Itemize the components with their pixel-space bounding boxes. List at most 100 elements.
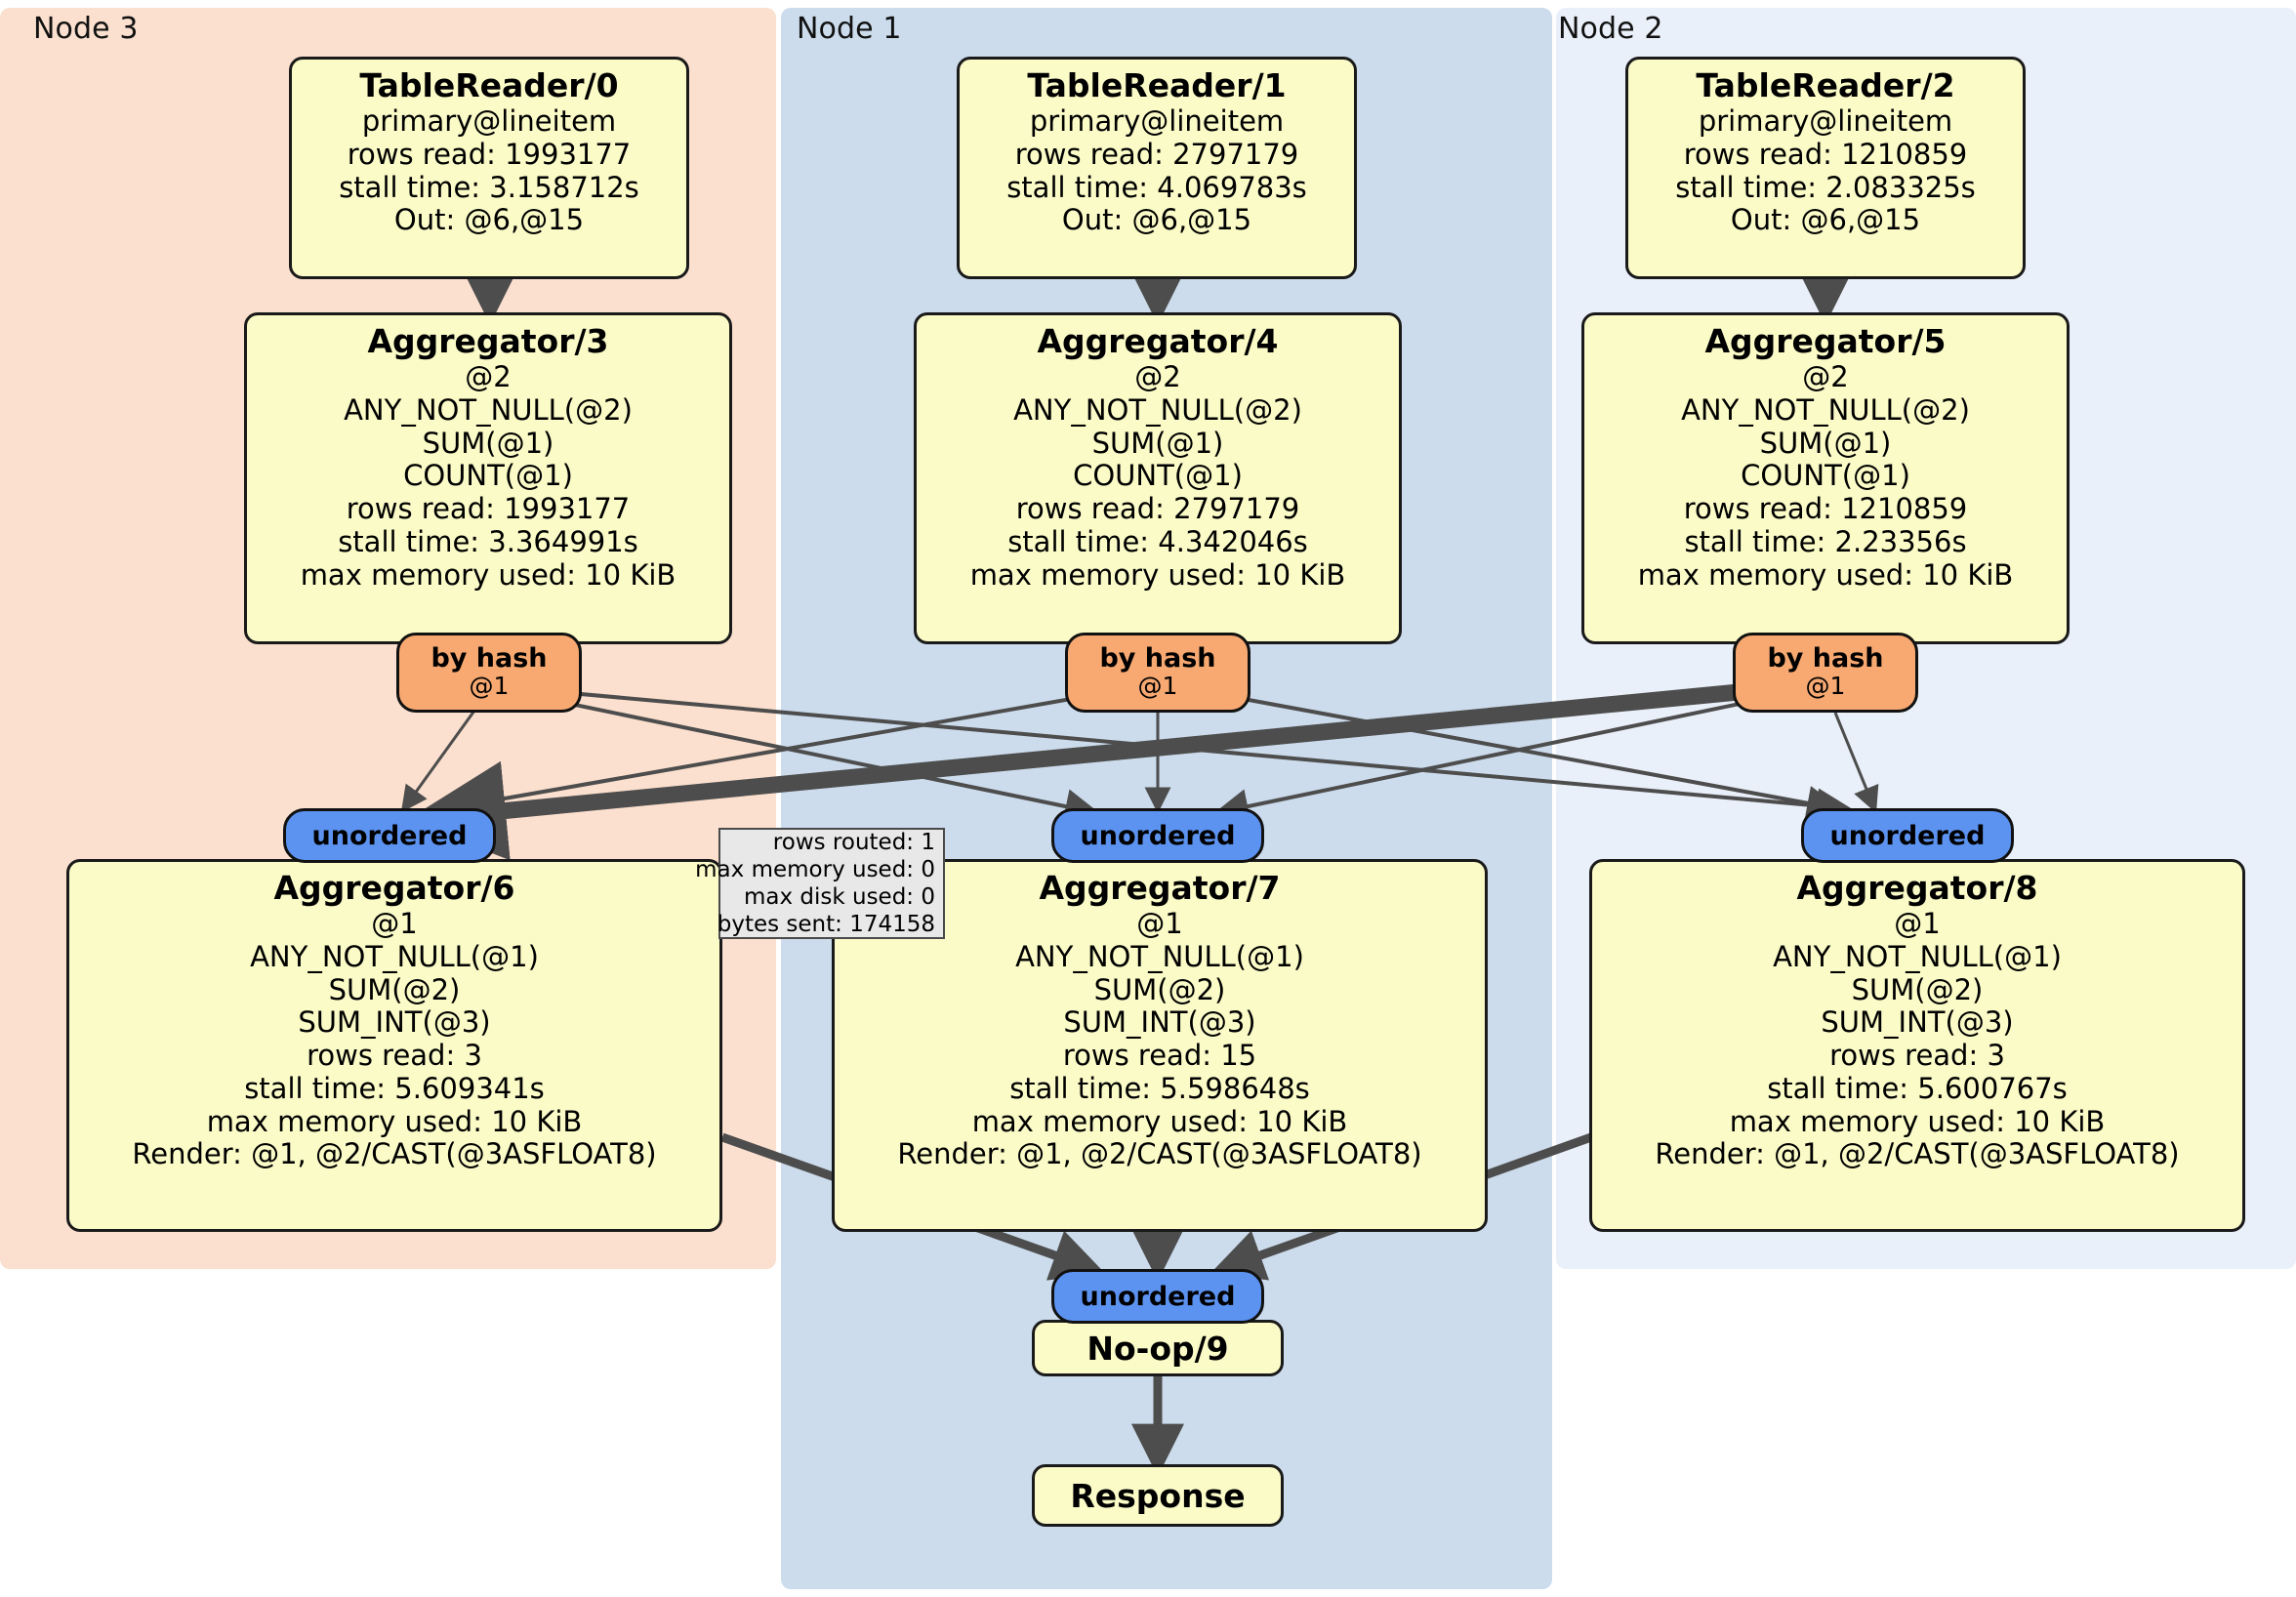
operator-box-aggregator-4[interactable]: Aggregator/4 @2 ANY_NOT_NULL(@2) SUM(@1)…: [914, 312, 1402, 644]
operator-title: TableReader/2: [1696, 66, 1955, 104]
operator-detail-line: SUM(@2): [1851, 972, 1984, 1006]
stats-line: rows routed: 1: [772, 829, 935, 855]
operator-detail-line: rows read: 1993177: [346, 492, 631, 526]
operator-detail-line: stall time: 4.069783s: [1006, 170, 1307, 204]
operator-detail-line: max memory used: 10 KiB: [300, 557, 676, 592]
operator-box-aggregator-7[interactable]: Aggregator/7 @1 ANY_NOT_NULL(@1) SUM(@2)…: [832, 859, 1488, 1232]
operator-detail-line: stall time: 3.158712s: [339, 170, 639, 204]
operator-title: Aggregator/3: [367, 322, 609, 360]
operator-detail-line: SUM(@2): [328, 972, 461, 1006]
operator-detail-line: rows read: 1210859: [1683, 137, 1968, 171]
operator-title: TableReader/0: [359, 66, 619, 104]
operator-detail-line: ANY_NOT_NULL(@1): [1015, 939, 1304, 973]
stats-line: bytes sent: 174158: [717, 912, 935, 938]
operator-detail-line: @1: [1894, 906, 1941, 940]
operator-detail-line: primary@lineitem: [1698, 103, 1953, 138]
operator-detail-line: max memory used: 10 KiB: [206, 1104, 583, 1138]
sync-badge-unordered-node2[interactable]: unordered: [1801, 808, 2014, 863]
operator-box-table-reader-1[interactable]: TableReader/1 primary@lineitem rows read…: [957, 57, 1357, 279]
operator-title: Aggregator/8: [1796, 869, 2038, 907]
operator-box-table-reader-2[interactable]: TableReader/2 primary@lineitem rows read…: [1625, 57, 2026, 279]
sync-badge-label: unordered: [1829, 820, 1986, 851]
operator-detail-line: SUM(@1): [1091, 426, 1224, 460]
sync-badge-label: unordered: [1080, 1281, 1236, 1312]
operator-detail-line: max memory used: 10 KiB: [1729, 1104, 2106, 1138]
operator-detail-line: max memory used: 10 KiB: [1637, 557, 2014, 592]
node-panel-2-label: Node 2: [1558, 12, 1663, 46]
operator-detail-line: stall time: 5.598648s: [1009, 1071, 1310, 1105]
operator-detail-line: @1: [371, 906, 418, 940]
operator-detail-line: primary@lineitem: [361, 103, 617, 138]
operator-detail-line: COUNT(@1): [1073, 459, 1243, 493]
operator-detail-line: Render: @1, @2/CAST(@3ASFLOAT8): [132, 1137, 657, 1171]
operator-detail-line: primary@lineitem: [1029, 103, 1285, 138]
operator-detail-line: Out: @6,@15: [1730, 203, 1921, 237]
operator-title: No-op/9: [1086, 1329, 1229, 1368]
sync-badge-label: unordered: [1080, 820, 1236, 851]
operator-detail-line: @2: [1134, 359, 1181, 393]
operator-box-response[interactable]: Response: [1032, 1464, 1284, 1527]
operator-box-aggregator-5[interactable]: Aggregator/5 @2 ANY_NOT_NULL(@2) SUM(@1)…: [1581, 312, 2070, 644]
operator-title: Aggregator/4: [1037, 322, 1279, 360]
operator-title: TableReader/1: [1027, 66, 1287, 104]
operator-detail-line: rows read: 2797179: [1014, 137, 1299, 171]
operator-detail-line: SUM_INT(@3): [1063, 1005, 1256, 1040]
operator-detail-line: rows read: 3: [1829, 1039, 2005, 1073]
operator-detail-line: rows read: 1993177: [347, 137, 632, 171]
sync-badge-unordered-final[interactable]: unordered: [1051, 1269, 1264, 1324]
router-badge-by-hash-node1[interactable]: by hash @1: [1065, 633, 1250, 713]
operator-box-no-op-9[interactable]: No-op/9: [1032, 1320, 1284, 1376]
stats-line: max memory used: 0: [695, 856, 935, 882]
operator-detail-line: @2: [1802, 359, 1849, 393]
operator-detail-line: rows read: 3: [307, 1039, 482, 1073]
operator-detail-line: SUM_INT(@3): [298, 1005, 491, 1040]
operator-detail-line: COUNT(@1): [403, 459, 573, 493]
operator-box-table-reader-0[interactable]: TableReader/0 primary@lineitem rows read…: [289, 57, 689, 279]
operator-detail-line: Out: @6,@15: [393, 203, 585, 237]
operator-box-aggregator-6[interactable]: Aggregator/6 @1 ANY_NOT_NULL(@1) SUM(@2)…: [66, 859, 722, 1232]
operator-detail-line: max memory used: 10 KiB: [969, 557, 1346, 592]
operator-detail-line: max memory used: 10 KiB: [971, 1104, 1348, 1138]
operator-detail-line: rows read: 2797179: [1015, 492, 1300, 526]
operator-detail-line: ANY_NOT_NULL(@2): [344, 392, 633, 427]
node-panel-1-label: Node 1: [797, 12, 902, 46]
operator-title: Aggregator/5: [1704, 322, 1947, 360]
operator-title: Aggregator/6: [273, 869, 515, 907]
router-badge-by-hash-node3[interactable]: by hash @1: [396, 633, 582, 713]
operator-detail-line: stall time: 3.364991s: [338, 524, 638, 558]
operator-detail-line: COUNT(@1): [1741, 459, 1910, 493]
router-stats-tooltip: rows routed: 1 max memory used: 0 max di…: [695, 828, 945, 939]
operator-box-aggregator-8[interactable]: Aggregator/8 @1 ANY_NOT_NULL(@1) SUM(@2)…: [1589, 859, 2245, 1232]
operator-title: Aggregator/7: [1039, 869, 1281, 907]
sync-badge-unordered-node1[interactable]: unordered: [1051, 808, 1264, 863]
operator-detail-line: stall time: 5.609341s: [244, 1071, 545, 1105]
operator-title: Response: [1070, 1476, 1246, 1515]
operator-detail-line: @1: [1136, 906, 1183, 940]
operator-detail-line: SUM(@1): [422, 426, 554, 460]
operator-detail-line: @2: [465, 359, 512, 393]
router-badge-by-hash-node2[interactable]: by hash @1: [1733, 633, 1918, 713]
router-badge-title: by hash: [1767, 643, 1884, 675]
operator-detail-line: ANY_NOT_NULL(@1): [250, 939, 539, 973]
operator-detail-line: stall time: 2.083325s: [1675, 170, 1976, 204]
router-badge-column: @1: [469, 672, 510, 701]
operator-detail-line: Out: @6,@15: [1061, 203, 1252, 237]
operator-detail-line: stall time: 2.23356s: [1684, 524, 1967, 558]
operator-detail-line: SUM(@2): [1093, 972, 1226, 1006]
operator-box-aggregator-3[interactable]: Aggregator/3 @2 ANY_NOT_NULL(@2) SUM(@1)…: [244, 312, 732, 644]
stats-line: max disk used: 0: [743, 884, 935, 910]
operator-detail-line: SUM_INT(@3): [1821, 1005, 2014, 1040]
router-badge-column: @1: [1805, 672, 1846, 701]
sync-badge-label: unordered: [311, 820, 468, 851]
operator-detail-line: ANY_NOT_NULL(@2): [1681, 392, 1970, 427]
node-panel-3-label: Node 3: [33, 12, 139, 46]
operator-detail-line: rows read: 15: [1062, 1039, 1257, 1073]
sync-badge-unordered-node3[interactable]: unordered: [283, 808, 496, 863]
router-badge-column: @1: [1137, 672, 1178, 701]
router-badge-title: by hash: [1099, 643, 1216, 675]
operator-detail-line: stall time: 4.342046s: [1007, 524, 1308, 558]
operator-detail-line: stall time: 5.600767s: [1767, 1071, 2068, 1105]
operator-detail-line: Render: @1, @2/CAST(@3ASFLOAT8): [897, 1137, 1422, 1171]
operator-detail-line: Render: @1, @2/CAST(@3ASFLOAT8): [1655, 1137, 2180, 1171]
